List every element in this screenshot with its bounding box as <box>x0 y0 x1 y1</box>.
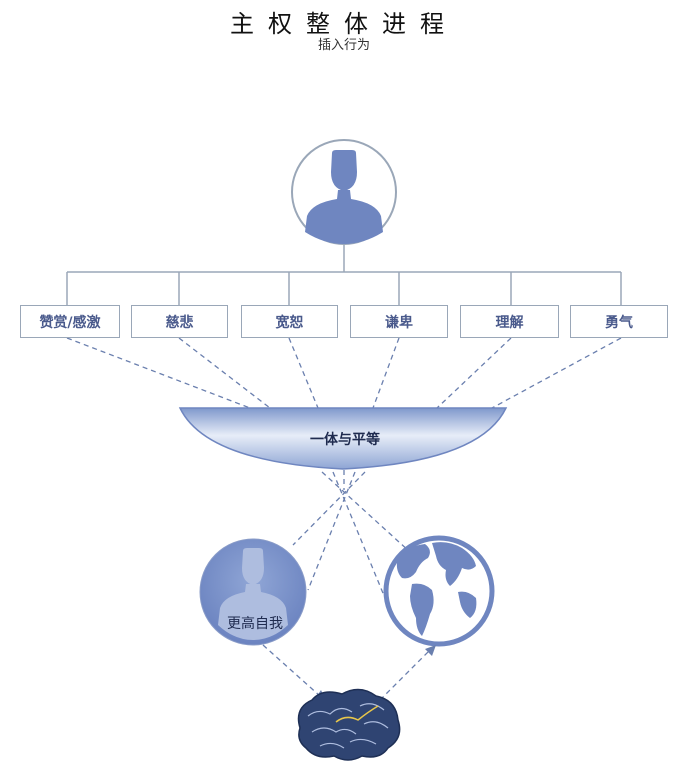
higher-self-label: 更高自我 <box>227 616 283 632</box>
quality-label: 宽恕 <box>275 314 304 331</box>
connector-tree <box>66 244 622 305</box>
quality-box-understanding: 理解 <box>460 305 559 338</box>
quality-box-compassion: 慈悲 <box>131 305 228 338</box>
quality-box-courage: 勇气 <box>570 305 668 338</box>
globe-icon <box>383 535 495 647</box>
arrow-out-of-brain-icon <box>425 645 436 656</box>
quality-box-humility: 谦卑 <box>350 305 448 338</box>
higher-self-icon <box>199 538 307 646</box>
brain-icon <box>297 688 401 761</box>
quality-label: 慈悲 <box>165 314 194 331</box>
diagram-title: 主权整体进程 <box>230 10 458 38</box>
quality-label: 谦卑 <box>385 314 413 331</box>
diagram-subtitle: 插入行为 <box>317 38 370 53</box>
top-person-icon <box>291 139 397 245</box>
quality-label: 赞赏/感激 <box>39 314 101 331</box>
oneness-bowl <box>178 407 508 470</box>
quality-label: 勇气 <box>605 314 633 331</box>
dashed-connectors-lower <box>292 470 411 599</box>
quality-label: 理解 <box>495 314 524 331</box>
dashed-connectors-upper <box>66 337 622 409</box>
oneness-label: 一体与平等 <box>310 432 380 448</box>
quality-box-forgiveness: 宽恕 <box>241 305 338 338</box>
quality-box-appreciation: 赞赏/感激 <box>20 305 120 338</box>
brain-arrows <box>262 644 431 701</box>
